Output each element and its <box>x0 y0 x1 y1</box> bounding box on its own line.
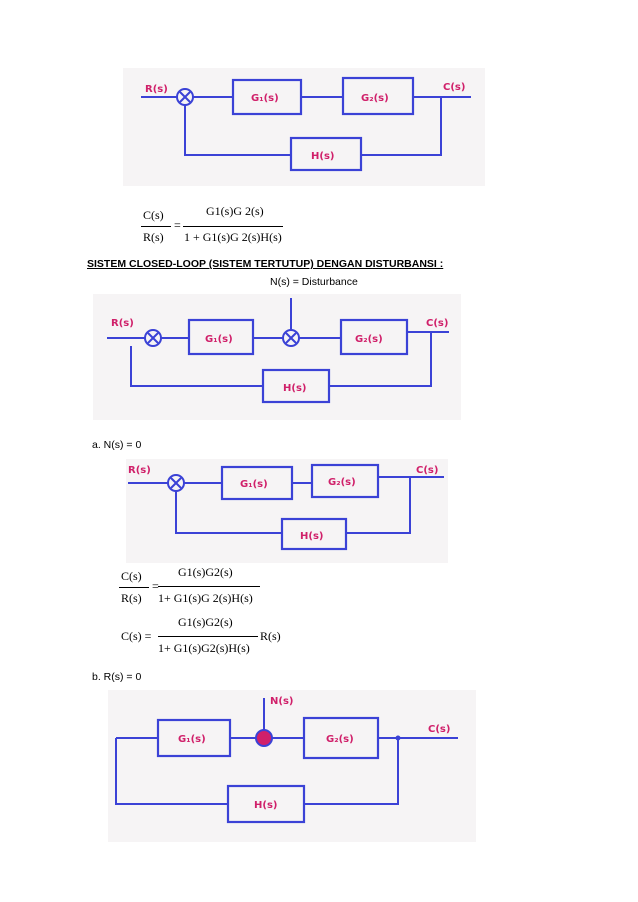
formula2-lhs-num: C(s) <box>121 569 142 583</box>
formula3-rhs-num: G1(s)G2(s) <box>178 615 233 629</box>
formula3-rhs-den: 1+ G1(s)G2(s)H(s) <box>158 641 250 655</box>
g2-label: G₂(s) <box>328 477 356 488</box>
formula2-rhs-num: G1(s)G2(s) <box>178 565 233 579</box>
block-diagram-n-zero: R(s) G₁(s) G₂(s) C(s) H(s) <box>126 459 448 563</box>
formula1-lhs-bar <box>141 226 171 227</box>
disturbance-junction-icon <box>255 729 273 747</box>
formula3-tail: R(s) <box>260 629 281 643</box>
formula3-lhs: C(s) = <box>121 629 152 643</box>
section-heading: SISTEM CLOSED-LOOP (SISTEM TERTUTUP) DEN… <box>87 258 444 270</box>
diagram1-input-label: R(s) <box>145 84 168 95</box>
block-diagram-closed-loop: R(s) G₁(s) G₂(s) C(s) H(s) <box>123 68 485 186</box>
formula2-lhs-bar <box>119 587 149 588</box>
g1-label: G₁(s) <box>205 334 233 345</box>
h-label: H(s) <box>283 383 306 394</box>
diagram3-output-label: C(s) <box>416 465 438 476</box>
g1-label: G₁(s) <box>178 734 206 745</box>
diagram2-input-label: R(s) <box>111 318 134 329</box>
block-diagram-with-disturbance: R(s) G₁(s) G₂(s) C(s) H(s) <box>93 294 461 420</box>
formula1-lhs-den: R(s) <box>143 230 164 244</box>
disturbance-label: N(s) = Disturbance <box>270 276 358 288</box>
diagram1-output-label: C(s) <box>443 82 465 93</box>
diagram3-input-label: R(s) <box>128 465 151 476</box>
formula1-lhs-num: C(s) <box>143 208 164 222</box>
case-b-label: b. R(s) = 0 <box>92 671 142 683</box>
formula2-rhs-bar <box>158 586 260 587</box>
h-label: H(s) <box>254 800 277 811</box>
g2-label: G₂(s) <box>355 334 383 345</box>
g2-label: G₂(s) <box>361 93 389 104</box>
formula1-equals: = <box>174 218 181 232</box>
diagram4-input-label: N(s) <box>270 696 293 707</box>
g2-block <box>339 318 409 356</box>
g2-label: G₂(s) <box>326 734 354 745</box>
formula2-equals: = <box>152 579 159 593</box>
g2-block <box>310 463 380 499</box>
formula1-rhs-den: 1 + G1(s)G 2(s)H(s) <box>184 230 282 244</box>
formula2-lhs-den: R(s) <box>121 591 142 605</box>
formula1-rhs-num: G1(s)G 2(s) <box>206 204 264 218</box>
h-label: H(s) <box>300 531 323 542</box>
diagram2-output-label: C(s) <box>426 318 448 329</box>
formula2-rhs-den: 1+ G1(s)G 2(s)H(s) <box>158 591 253 605</box>
g1-label: G₁(s) <box>251 93 279 104</box>
h-label: H(s) <box>311 151 334 162</box>
formula3-rhs-bar <box>158 636 258 637</box>
diagram4-output-label: C(s) <box>428 724 450 735</box>
g1-label: G₁(s) <box>240 479 268 490</box>
case-a-label: a. N(s) = 0 <box>92 439 142 451</box>
block-diagram-r-zero: N(s) G₁(s) G₂(s) C(s) H(s) <box>108 690 476 842</box>
formula1-rhs-bar <box>183 226 283 227</box>
